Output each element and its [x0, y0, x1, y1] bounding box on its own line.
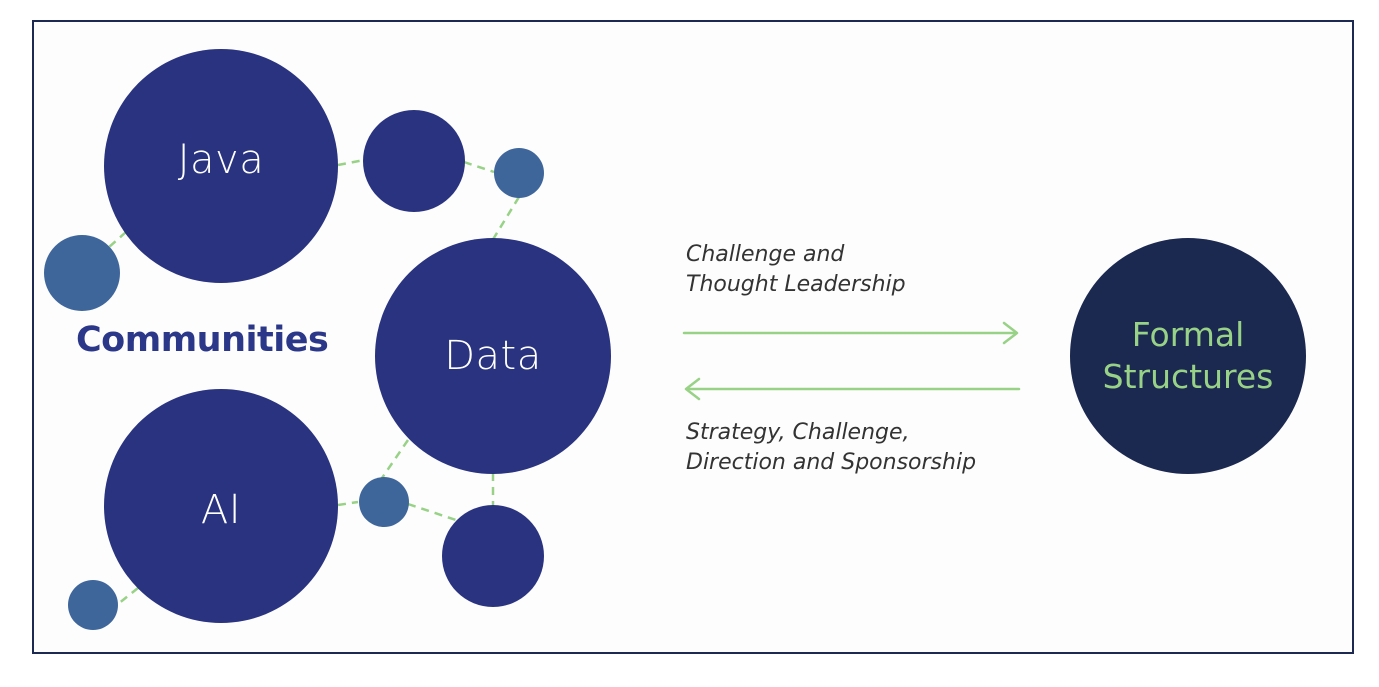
light-circle-bottom: [68, 580, 118, 630]
java-label: Java: [121, 130, 321, 190]
connector-ai-light-mid: [337, 500, 359, 507]
to-formal-caption-line2: Thought Leadership: [686, 272, 906, 297]
data-circle: [375, 238, 611, 474]
arrow-to-formal: [682, 321, 1019, 345]
ai-label-text: AI: [200, 487, 242, 533]
light-circle-mid: [359, 477, 409, 527]
java-circle: [104, 49, 338, 283]
connector-light-top-data: [490, 196, 521, 242]
java-label-text: Java: [177, 137, 265, 183]
ai-label: AI: [121, 480, 321, 540]
small-circle-bottom: [442, 505, 544, 607]
formal-structures-label: Formal Structures: [1078, 310, 1298, 402]
to-communities-caption: Strategy, Challenge, Direction and Spons…: [686, 418, 976, 478]
connector-small-top-light-top: [463, 160, 495, 174]
to-communities-caption-line1: Strategy, Challenge,: [686, 420, 910, 445]
to-formal-caption: Challenge and Thought Leadership: [686, 240, 906, 300]
light-circle-top: [494, 148, 544, 198]
formal-structures-circle: [1070, 238, 1306, 474]
connector-ai-light-bottom: [117, 587, 139, 605]
to-communities-caption-line2: Direction and Sponsorship: [686, 450, 977, 475]
arrow-to-communities: [684, 377, 1021, 401]
connector-data-light-mid: [380, 439, 410, 479]
ai-circle: [104, 389, 338, 623]
communities-label: Communities: [76, 320, 329, 360]
connector-java-small-top: [337, 158, 365, 167]
connector-java-light-left: [107, 231, 127, 249]
light-circle-left: [44, 235, 120, 311]
formal-structures-line1: Formal: [1131, 315, 1245, 354]
small-circle-top: [363, 110, 465, 212]
to-formal-caption-line1: Challenge and: [686, 242, 845, 267]
data-label-text: Data: [444, 333, 542, 379]
connector-light-mid-small-bottom: [407, 502, 457, 522]
formal-structures-line2: Structures: [1102, 357, 1274, 396]
data-label: Data: [393, 326, 593, 386]
